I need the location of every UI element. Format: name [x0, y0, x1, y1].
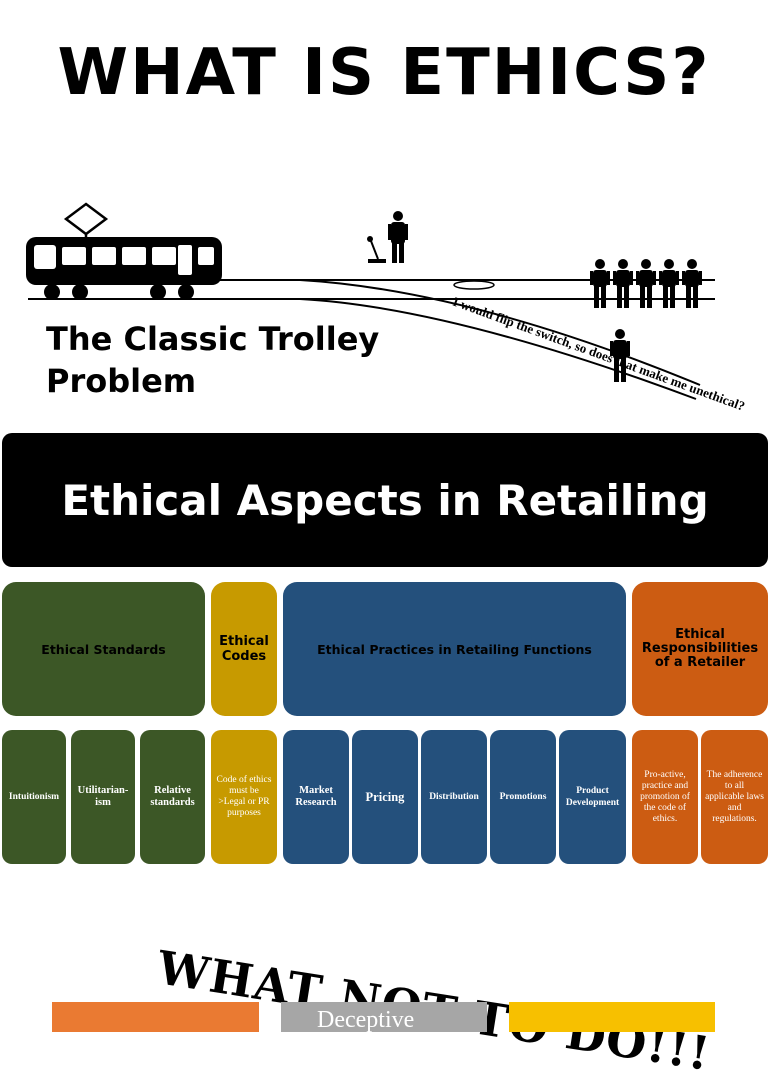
item-relative-standards: Relative standards	[140, 730, 205, 864]
item-label: Product Development	[565, 786, 620, 808]
trolley-caption: The Classic Trolley Problem	[46, 320, 380, 400]
header-label: Ethical Responsibilities of a Retailer	[641, 627, 759, 670]
bottom-block-orange	[52, 1002, 259, 1032]
item-pricing: Pricing	[352, 730, 418, 864]
item-promotions: Promotions	[490, 730, 556, 864]
person-on-branch-icon	[610, 329, 630, 382]
item-proactive-practice: Pro-active, practice and promotion of th…	[632, 730, 698, 864]
header-ethical-standards: Ethical Standards	[2, 582, 205, 716]
trolley-speech: I would flip the switch, so does that ma…	[451, 294, 747, 410]
pantograph-icon	[63, 202, 109, 239]
item-label: Intuitionism	[8, 792, 60, 802]
item-label: The adherence to all applicable laws and…	[705, 769, 764, 824]
item-label: Pro-active, practice and promotion of th…	[640, 769, 690, 824]
section-banner: Ethical Aspects in Retailing	[2, 433, 768, 567]
item-distribution: Distribution	[421, 730, 487, 864]
bottom-block-gray: Deceptive	[281, 1002, 487, 1032]
trolley-icon	[26, 237, 222, 300]
item-label: Code of ethics must be >Legal or PR purp…	[216, 775, 272, 818]
five-people-icon	[590, 259, 702, 308]
bottom-block-yellow	[509, 1002, 715, 1032]
item-code-of-ethics: Code of ethics must be >Legal or PR purp…	[211, 730, 277, 864]
banner-title: Ethical Aspects in Retailing	[61, 475, 709, 525]
item-label: Promotions	[499, 792, 547, 802]
item-intuitionism: Intuitionism	[2, 730, 66, 864]
lever-icon	[367, 236, 386, 263]
item-adherence-laws: The adherence to all applicable laws and…	[701, 730, 768, 864]
header-label: Ethical Practices in Retailing Functions	[317, 641, 592, 657]
bottom-block-text: Deceptive	[317, 1007, 415, 1032]
item-label: Market Research	[295, 785, 337, 808]
trolley-illustration: I would flip the switch, so does that ma…	[26, 202, 747, 410]
header-ethical-responsibilities: Ethical Responsibilities of a Retailer	[632, 582, 768, 716]
person-at-lever-icon	[388, 211, 408, 263]
item-market-research: Market Research	[283, 730, 349, 864]
header-ethical-practices: Ethical Practices in Retailing Functions	[283, 582, 626, 716]
header-ethical-codes: Ethical Codes	[211, 582, 277, 716]
page-title: WHAT IS ETHICS?	[57, 36, 711, 110]
item-label: Pricing	[365, 790, 405, 804]
item-product-development: Product Development	[559, 730, 626, 864]
item-utilitarianism: Utilitarian-ism	[71, 730, 135, 864]
header-label: Ethical Standards	[41, 641, 166, 657]
item-label: Distribution	[429, 792, 479, 802]
item-label: Utilitarian-ism	[77, 785, 129, 808]
header-label: Ethical Codes	[219, 634, 269, 664]
item-label: Relative standards	[150, 785, 195, 808]
